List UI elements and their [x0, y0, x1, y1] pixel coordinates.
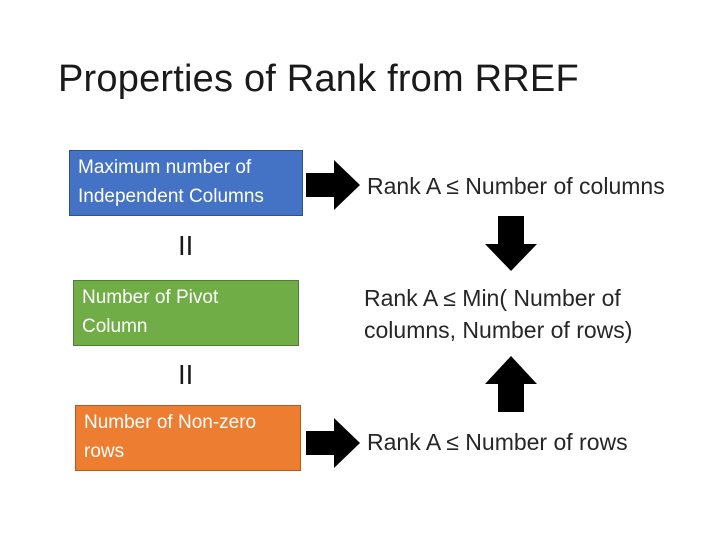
statement-min-line1: Rank A ≤ Min( Number of	[364, 285, 621, 311]
up-arrow-icon	[485, 356, 537, 412]
slide-title: Properties of Rank from RREF	[58, 58, 579, 100]
right-arrow-top-icon	[306, 160, 360, 210]
box-bottom-line1: Number of Non-zero	[84, 412, 257, 433]
box-middle-line2: Column	[82, 316, 148, 337]
statement-rank-le-columns: Rank A ≤ Number of columns	[367, 173, 665, 199]
down-arrow-icon	[485, 216, 537, 271]
box-bottom-line2: rows	[84, 441, 125, 462]
box-middle-line1: Number of Pivot	[82, 287, 219, 308]
box-pivot-columns: Number of Pivot Column	[73, 280, 299, 346]
right-arrow-bottom-icon	[306, 418, 360, 468]
statement-min-line2: columns, Number of rows)	[364, 317, 633, 343]
equals-sign-bottom: II	[178, 361, 194, 391]
box-top-line1: Maximum number of	[78, 157, 252, 178]
statement-rank-le-rows: Rank A ≤ Number of rows	[367, 429, 628, 455]
statement-rank-le-min: Rank A ≤ Min( Number of columns, Number …	[364, 282, 632, 346]
equals-sign-top: II	[178, 232, 194, 262]
box-nonzero-rows: Number of Non-zero rows	[75, 405, 301, 471]
box-top-line2: Independent Columns	[78, 186, 264, 207]
box-max-independent-columns: Maximum number of Independent Columns	[69, 150, 303, 216]
